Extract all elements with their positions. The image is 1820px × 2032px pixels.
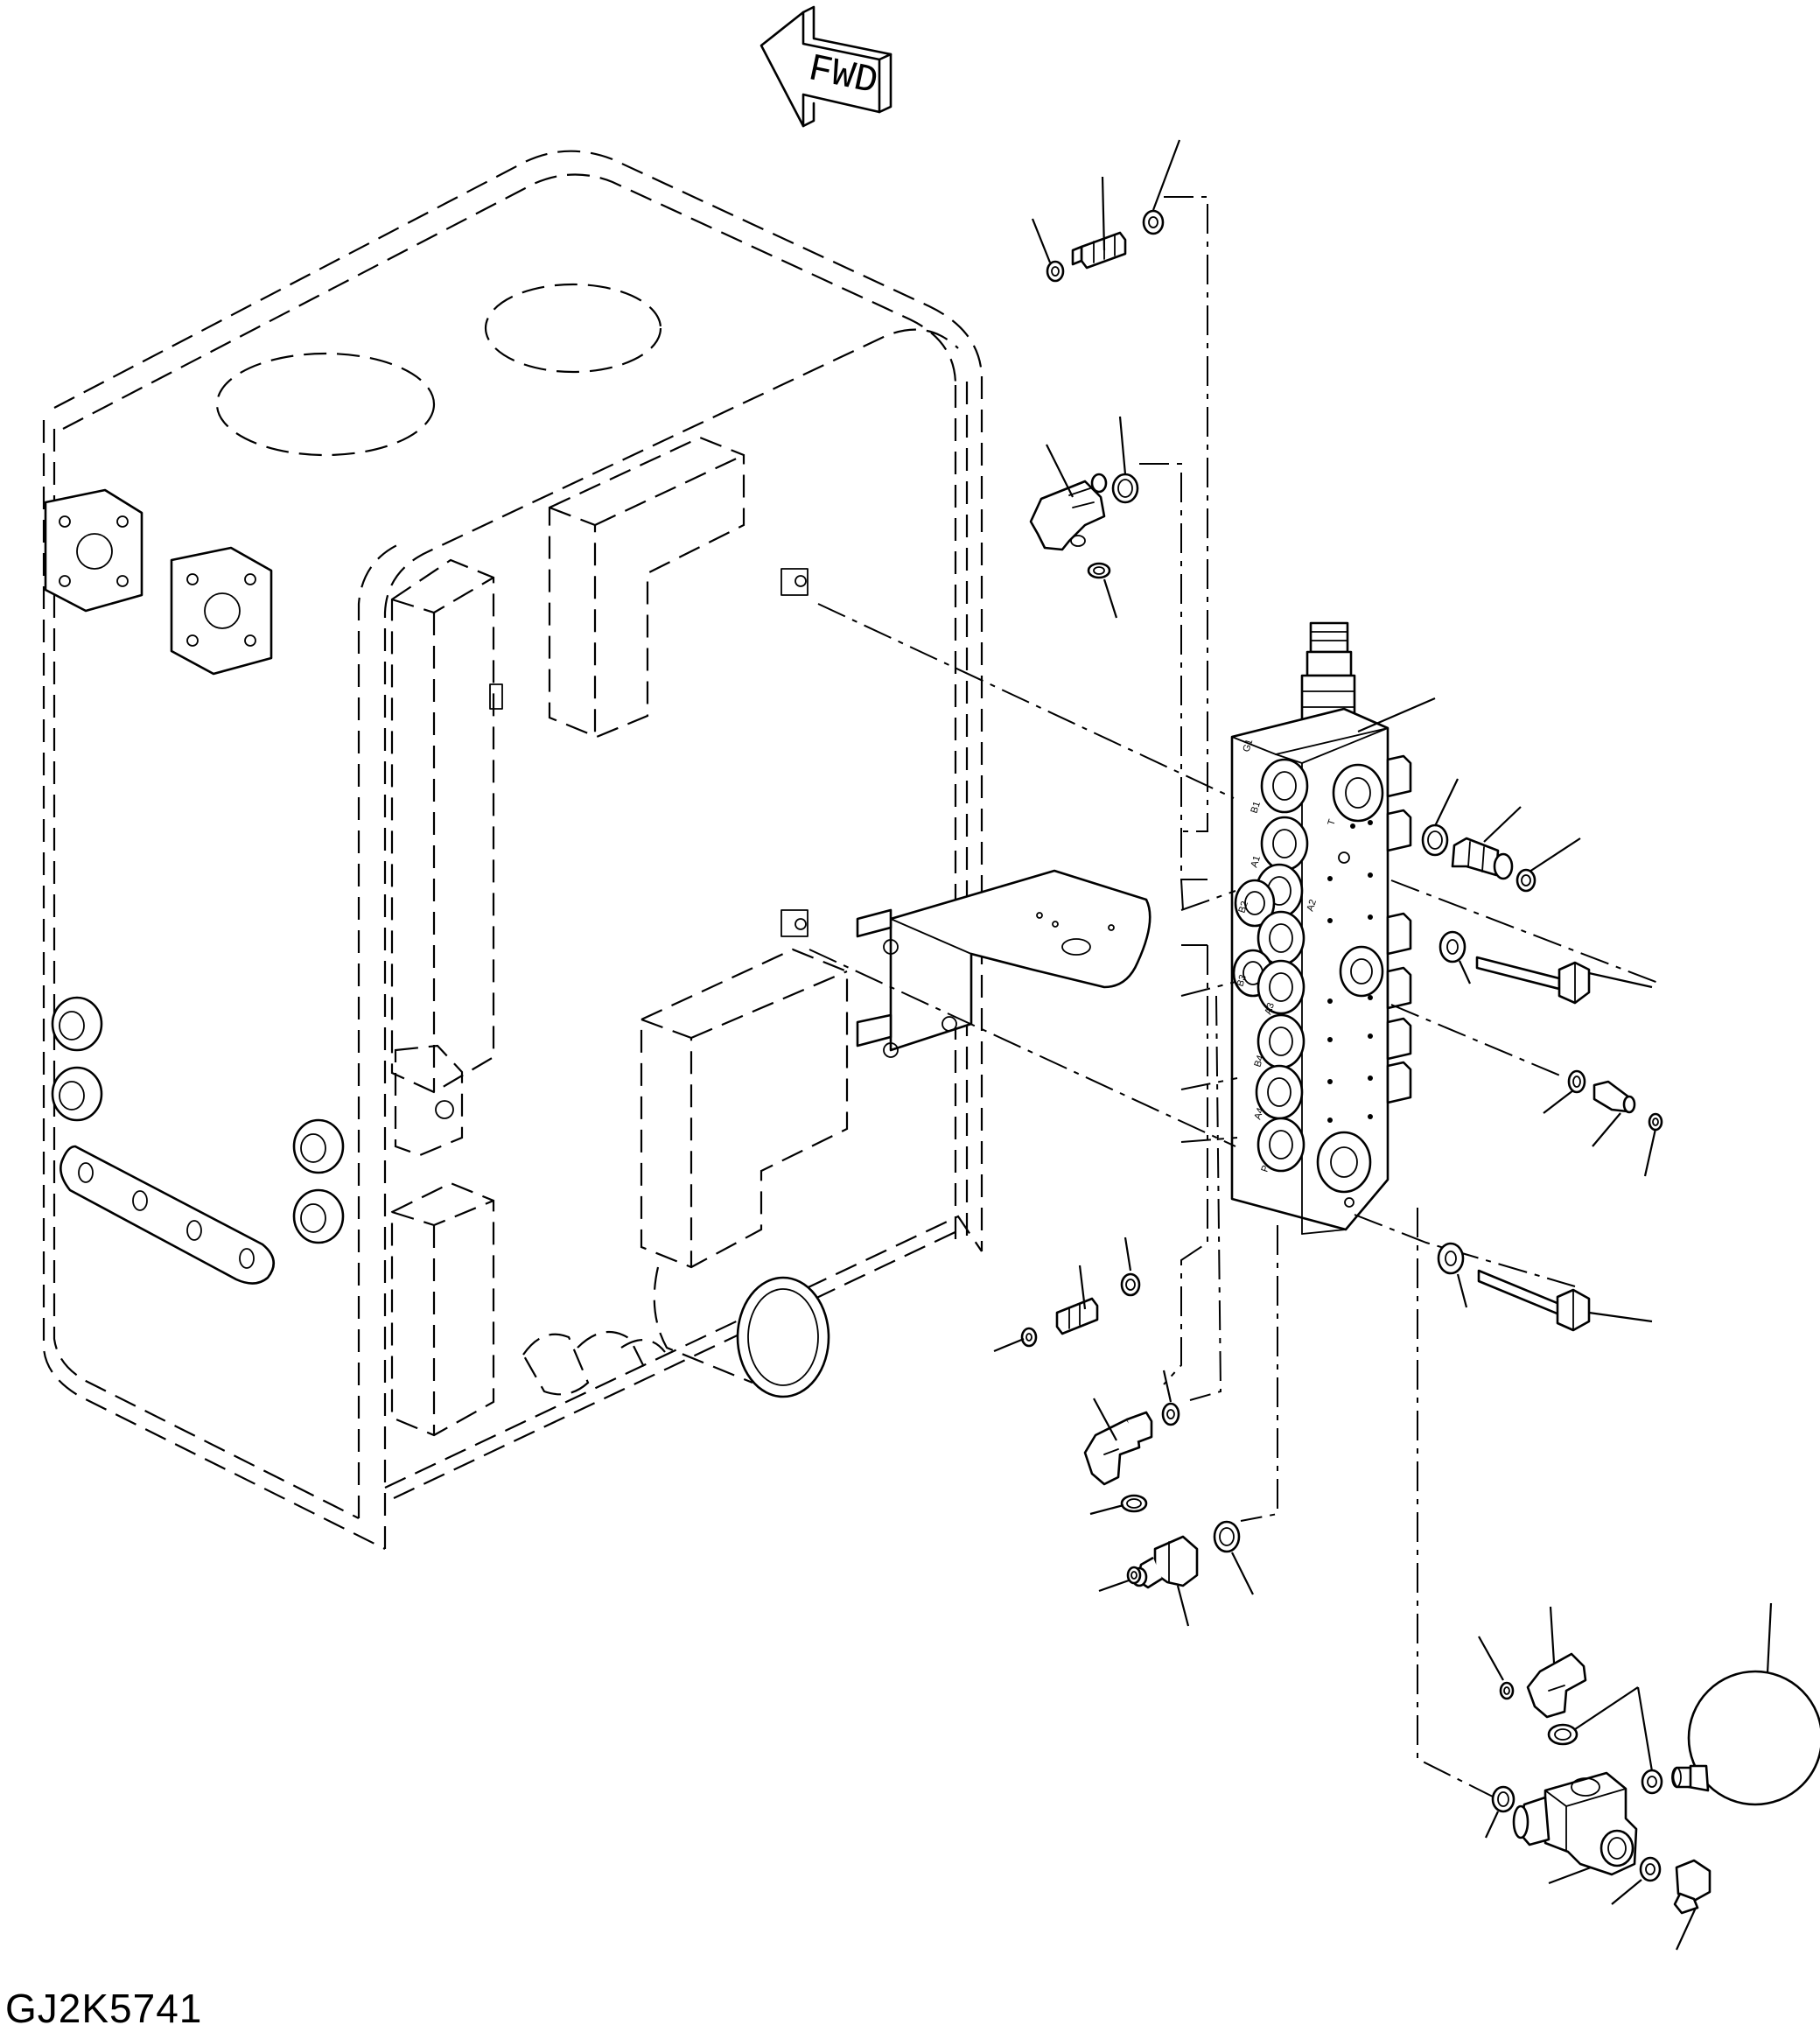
drawing-code: GJ2K5741 <box>5 1986 203 2031</box>
svg-text:B2: B2 <box>1236 900 1250 914</box>
svg-text:G1: G1 <box>1241 738 1255 753</box>
svg-text:A1: A1 <box>1249 854 1263 869</box>
tank-flanges <box>44 488 273 676</box>
mounting-bracket <box>856 869 1152 1058</box>
assembly-centerlines <box>808 196 1663 1804</box>
svg-text:A4: A4 <box>1252 1106 1266 1121</box>
svg-text:B3: B3 <box>1235 973 1249 988</box>
svg-text:B1: B1 <box>1249 800 1263 815</box>
straight-connector-right-1 <box>1421 823 1536 893</box>
svg-text:A2: A2 <box>1305 898 1319 913</box>
valve-bolt-holes <box>1327 820 1373 1123</box>
svg-text:A3: A3 <box>1263 1001 1277 1016</box>
straight-connector-top <box>1046 209 1165 283</box>
bolt-lower <box>1437 1242 1591 1332</box>
svg-text:P: P <box>1259 1164 1271 1174</box>
svg-text:B4: B4 <box>1252 1054 1266 1069</box>
valve-cartridges <box>1386 754 1412 1104</box>
elbow-fitting-upper <box>1029 473 1139 579</box>
adapter-fitting-bottom <box>1126 1520 1241 1589</box>
bolt-upper <box>1438 930 1591 1005</box>
valve-side-ports <box>1316 763 1384 1208</box>
svg-text:T: T <box>1326 818 1338 827</box>
elbow-fitting-lower <box>1083 1402 1180 1513</box>
callout-leaders <box>993 139 1773 1951</box>
tank-ports <box>522 1266 830 1398</box>
straight-connector-right-2 <box>1567 1069 1663 1132</box>
accumulator-assembly <box>1491 1652 1820 1915</box>
valve-front-ports <box>1232 758 1309 1173</box>
solenoid-valve-block: G1 B1 A1 B2 A2 B3 A3 B4 A4 P T <box>1230 621 1412 1235</box>
fwd-direction-arrow: FWD <box>760 5 892 128</box>
hydraulic-tank-outline <box>42 150 984 1550</box>
valve-port-marks: G1 B1 A1 B2 A2 B3 A3 B4 A4 P T <box>1235 738 1338 1174</box>
tank-bushings <box>51 996 345 1285</box>
straight-connector-lower-left <box>1020 1272 1141 1348</box>
fwd-label: FWD <box>804 47 881 104</box>
